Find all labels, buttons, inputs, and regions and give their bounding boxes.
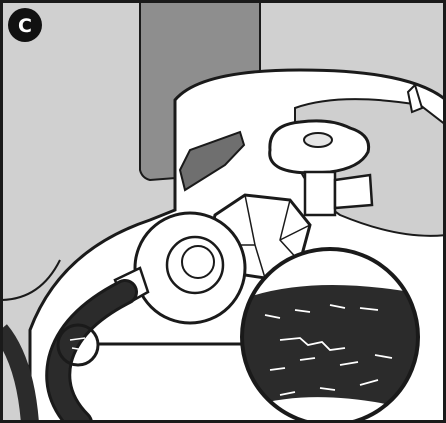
step-badge: C [8,8,42,42]
step-badge-label: C [18,15,32,37]
valve-stem [305,172,335,215]
regulator-center [182,246,214,278]
handwheel-hub [304,133,332,147]
valve-outlet [335,175,372,208]
